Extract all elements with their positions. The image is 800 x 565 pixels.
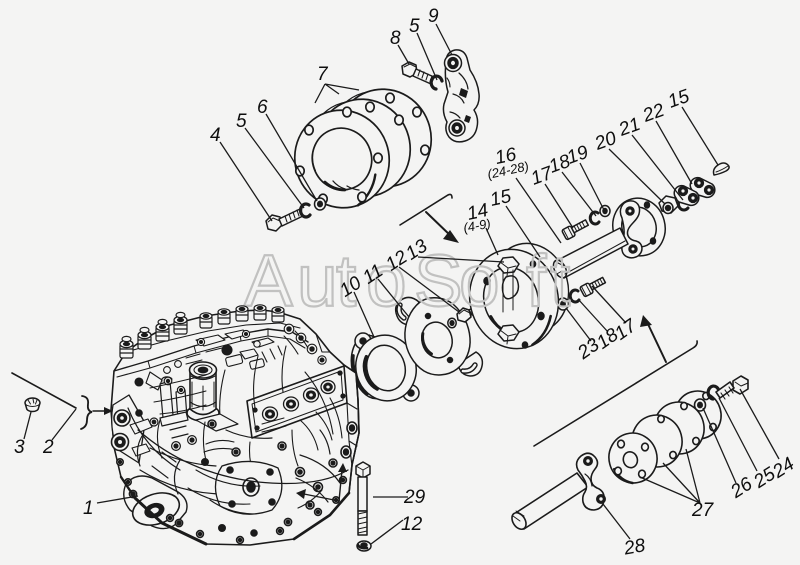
svg-text:16: 16 xyxy=(493,144,518,169)
svg-text:5: 5 xyxy=(236,111,247,132)
svg-text:u: u xyxy=(297,241,338,322)
svg-text:27: 27 xyxy=(691,500,715,521)
svg-text:15: 15 xyxy=(488,186,513,211)
svg-text:o: o xyxy=(366,241,407,322)
svg-text:2: 2 xyxy=(42,437,54,458)
svg-text:t: t xyxy=(550,241,570,322)
svg-text:29: 29 xyxy=(403,487,426,508)
svg-text:o: o xyxy=(459,241,500,322)
svg-text:6: 6 xyxy=(257,97,268,118)
svg-text:8: 8 xyxy=(390,28,401,49)
svg-text:(4-9): (4-9) xyxy=(462,216,492,236)
svg-text:A: A xyxy=(244,241,293,322)
svg-text:14: 14 xyxy=(465,200,490,225)
svg-text:f: f xyxy=(526,241,547,322)
svg-text:7: 7 xyxy=(317,64,329,85)
svg-text:12: 12 xyxy=(401,514,423,535)
svg-text:4: 4 xyxy=(210,125,221,146)
svg-text:3: 3 xyxy=(14,437,25,458)
svg-text:5: 5 xyxy=(409,16,420,37)
svg-text:1: 1 xyxy=(83,498,94,519)
svg-text:t: t xyxy=(336,241,356,322)
svg-text:28: 28 xyxy=(621,535,647,560)
svg-text:9: 9 xyxy=(428,6,439,27)
